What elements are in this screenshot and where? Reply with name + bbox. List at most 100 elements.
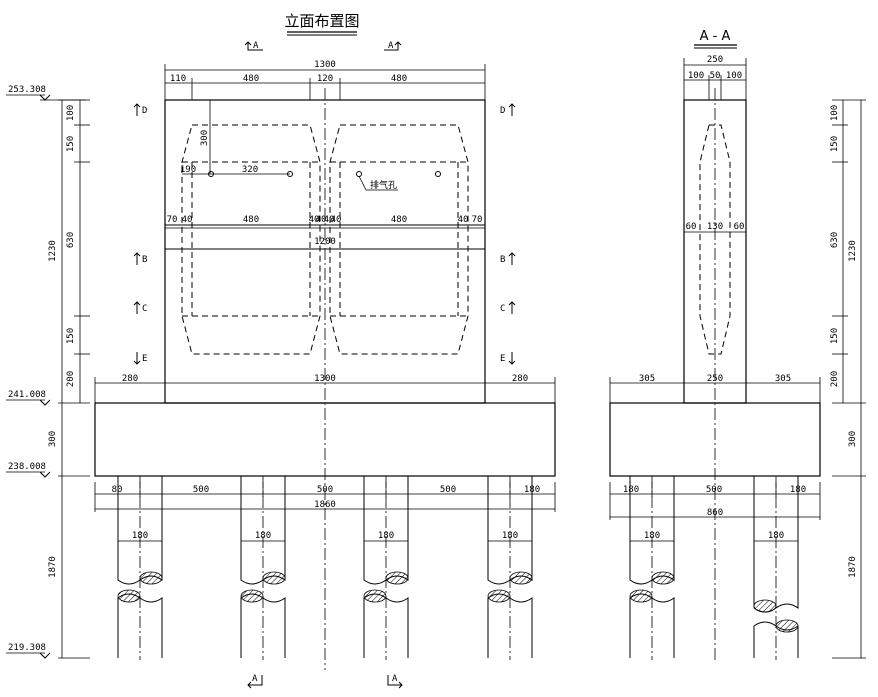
svg-text:150: 150	[66, 136, 76, 152]
svg-text:70: 70	[472, 215, 483, 225]
elevation-mark-top: 253.308	[6, 85, 86, 101]
svg-text:300: 300	[48, 431, 58, 447]
section-marker-a-bottom-left: A	[247, 674, 263, 689]
svg-text:500: 500	[706, 485, 722, 495]
section-marker-c-right: C	[500, 301, 516, 314]
svg-text:860: 860	[707, 508, 723, 518]
svg-text:630: 630	[66, 232, 76, 248]
svg-text:150: 150	[830, 136, 840, 152]
front-pile-3: 180	[363, 476, 409, 660]
svg-text:A: A	[253, 41, 259, 51]
vent-hole-dimensions: 300 190 320	[180, 100, 290, 175]
section-pile-cap	[609, 402, 821, 477]
section-pile-right: 180	[753, 476, 799, 660]
svg-text:200: 200	[830, 371, 840, 387]
svg-text:40: 40	[324, 215, 335, 225]
left-vertical-dimensions: 100 150 630 150 200 1230 300 1870	[48, 99, 90, 659]
svg-text:150: 150	[830, 328, 840, 344]
svg-text:280: 280	[122, 374, 138, 384]
svg-text:180: 180	[502, 531, 518, 541]
svg-text:180: 180	[644, 531, 660, 541]
svg-text:100: 100	[830, 105, 840, 121]
svg-text:B: B	[500, 255, 505, 265]
front-inner-dimensions: 70 40 480 40 40 40 40 480 40 70 1200	[165, 215, 485, 247]
svg-text:40: 40	[309, 215, 320, 225]
svg-text:E: E	[142, 354, 147, 364]
svg-text:120: 120	[317, 74, 333, 84]
front-pile-4: 180	[487, 476, 533, 660]
svg-text:480: 480	[243, 74, 259, 84]
svg-text:500: 500	[440, 485, 456, 495]
svg-text:40: 40	[182, 215, 193, 225]
svg-text:305: 305	[639, 374, 655, 384]
svg-text:40: 40	[316, 215, 327, 225]
section-pile-left: 180	[629, 476, 675, 660]
section-marker-d-left: D	[133, 103, 147, 116]
section-marker-a-bottom-right: A	[387, 674, 403, 689]
section-dashed-void	[699, 124, 731, 355]
right-vertical-dimensions: 100 150 630 150 200 1230 300 1870	[830, 99, 866, 659]
svg-text:190: 190	[180, 165, 196, 175]
svg-text:180: 180	[768, 531, 784, 541]
svg-text:1300: 1300	[314, 374, 336, 384]
section-top-dimensions: 250 100 50 100	[683, 55, 747, 100]
svg-text:480: 480	[391, 74, 407, 84]
svg-text:300: 300	[848, 431, 858, 447]
section-pile-dimensions: 180 500 180 860	[609, 482, 821, 520]
section-marker-e-right: E	[500, 352, 516, 365]
svg-text:1860: 1860	[314, 500, 336, 510]
front-pile-1: 180	[117, 476, 163, 660]
svg-text:70: 70	[167, 215, 178, 225]
svg-text:500: 500	[317, 485, 333, 495]
svg-text:219.308: 219.308	[8, 643, 46, 653]
front-pile-2: 180	[240, 476, 286, 660]
svg-text:100: 100	[688, 71, 704, 81]
front-cap-dimensions: 280 1300 280	[94, 374, 556, 403]
svg-text:180: 180	[623, 485, 639, 495]
svg-text:480: 480	[391, 215, 407, 225]
vent-hole-4	[435, 171, 441, 177]
svg-text:1300: 1300	[314, 60, 336, 70]
front-top-dimensions: 1300 110 480 120 480	[164, 60, 486, 100]
elevation-mark-pile-bottom: 219.308	[6, 643, 51, 659]
svg-text:100: 100	[726, 71, 742, 81]
section-marker-b-left: B	[133, 252, 147, 265]
vent-hole-1	[208, 171, 214, 177]
svg-text:C: C	[500, 304, 505, 314]
svg-text:40: 40	[331, 215, 342, 225]
svg-text:A: A	[392, 674, 398, 684]
vent-hole-2	[287, 171, 293, 177]
svg-text:180: 180	[378, 531, 394, 541]
svg-text:280: 280	[512, 374, 528, 384]
svg-text:B: B	[142, 255, 147, 265]
section-marker-a-top-left: A	[244, 41, 263, 51]
svg-text:180: 180	[132, 531, 148, 541]
svg-text:238.008: 238.008	[8, 462, 46, 472]
svg-text:E: E	[500, 354, 505, 364]
svg-text:300: 300	[200, 130, 210, 146]
svg-text:480: 480	[243, 215, 259, 225]
svg-text:130: 130	[707, 222, 723, 232]
svg-text:80: 80	[112, 485, 123, 495]
svg-text:1870: 1870	[848, 556, 858, 578]
svg-text:630: 630	[830, 232, 840, 248]
svg-text:320: 320	[242, 165, 258, 175]
vent-note: 排气孔	[370, 179, 397, 191]
vent-note-leader: 排气孔	[358, 175, 398, 191]
svg-text:50: 50	[710, 71, 721, 81]
svg-text:1230: 1230	[848, 240, 858, 262]
svg-text:250: 250	[707, 374, 723, 384]
svg-text:A: A	[388, 41, 394, 51]
svg-text:C: C	[142, 304, 147, 314]
svg-text:40: 40	[458, 215, 469, 225]
svg-text:253.308: 253.308	[8, 85, 46, 95]
svg-text:305: 305	[775, 374, 791, 384]
svg-text:500: 500	[193, 485, 209, 495]
svg-text:100: 100	[66, 105, 76, 121]
svg-text:1200: 1200	[314, 237, 336, 247]
section-marker-e-left: E	[133, 352, 147, 365]
svg-text:D: D	[500, 106, 505, 116]
svg-text:1870: 1870	[48, 556, 58, 578]
